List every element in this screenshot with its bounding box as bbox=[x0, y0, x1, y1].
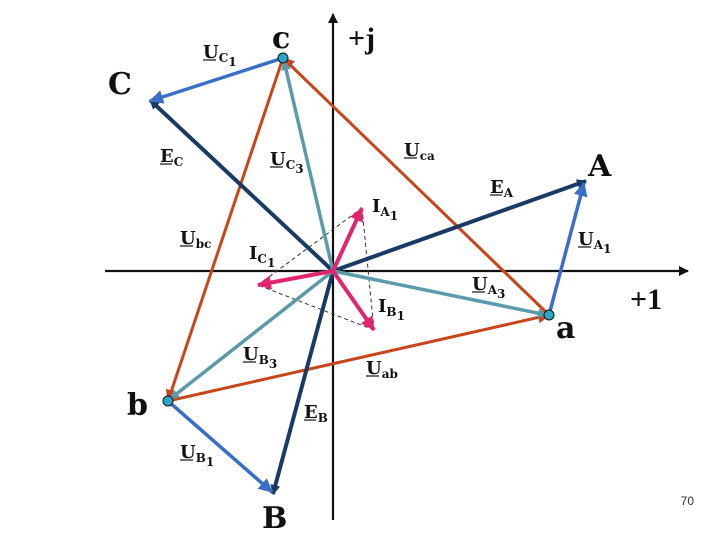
node-b bbox=[162, 395, 174, 407]
svg-text:UA3: UA3 bbox=[472, 274, 505, 301]
point-label-B: B bbox=[262, 501, 287, 536]
vector-ua3 bbox=[332, 269, 548, 319]
point-label-c: c bbox=[272, 21, 290, 56]
vector-eb bbox=[270, 270, 335, 495]
svg-text:EC: EC bbox=[160, 146, 183, 169]
vector-uc1 bbox=[149, 56, 284, 104]
label-ua3: UA3 bbox=[472, 274, 505, 301]
label-eb: EB bbox=[304, 402, 328, 425]
vector-ic1 bbox=[257, 269, 334, 290]
svg-text:UB3: UB3 bbox=[243, 344, 277, 371]
svg-text:EA: EA bbox=[490, 177, 514, 200]
vector-uc3 bbox=[281, 60, 335, 272]
label-ic1: IC1 bbox=[249, 243, 275, 270]
svg-text:UC1: UC1 bbox=[203, 42, 237, 69]
vector-ia1 bbox=[331, 207, 364, 272]
node-c bbox=[277, 52, 289, 64]
svg-text:UA1: UA1 bbox=[578, 229, 611, 256]
real-axis-label: +1 bbox=[630, 283, 662, 316]
svg-text:UC3: UC3 bbox=[270, 149, 304, 176]
point-label-a: a bbox=[556, 311, 575, 346]
vector-ib1 bbox=[331, 269, 376, 332]
svg-text:EB: EB bbox=[304, 402, 328, 425]
label-uc1: UC1 bbox=[203, 42, 237, 69]
point-label-b: b bbox=[127, 388, 148, 423]
vector-ea bbox=[332, 179, 587, 273]
node-a bbox=[543, 309, 555, 321]
svg-text:IC1: IC1 bbox=[249, 243, 275, 270]
vector-ua1 bbox=[547, 182, 588, 316]
label-ubc: Ubc bbox=[180, 228, 211, 251]
point-label-C: C bbox=[108, 67, 132, 102]
label-ea: EA bbox=[490, 177, 514, 200]
vector-ub3 bbox=[168, 269, 335, 401]
vector-uca bbox=[281, 56, 551, 317]
vector-ec bbox=[148, 98, 335, 273]
label-uab: Uab bbox=[366, 358, 398, 381]
label-uc3: UC3 bbox=[270, 149, 304, 176]
label-ua1: UA1 bbox=[578, 229, 611, 256]
svg-text:Uab: Uab bbox=[366, 358, 398, 381]
construction-lines bbox=[257, 207, 375, 331]
label-ec: EC bbox=[160, 146, 183, 169]
svg-text:Uca: Uca bbox=[404, 140, 435, 163]
label-ub1: UB1 bbox=[180, 442, 214, 469]
label-uca: Uca bbox=[404, 140, 435, 163]
vector-ub1 bbox=[166, 399, 274, 494]
page-number: 70 bbox=[680, 494, 694, 508]
label-ib1: IB1 bbox=[378, 296, 405, 323]
svg-text:IB1: IB1 bbox=[378, 296, 405, 323]
svg-text:Ubc: Ubc bbox=[180, 228, 211, 251]
label-ia1: IA1 bbox=[372, 196, 398, 223]
imag-axis-label: +j bbox=[348, 22, 375, 55]
label-ub3: UB3 bbox=[243, 344, 277, 371]
vector-ubc bbox=[165, 57, 285, 402]
vector-uab bbox=[167, 311, 550, 403]
point-label-A: A bbox=[587, 149, 612, 184]
svg-text:UB1: UB1 bbox=[180, 442, 214, 469]
svg-text:IA1: IA1 bbox=[372, 196, 398, 223]
